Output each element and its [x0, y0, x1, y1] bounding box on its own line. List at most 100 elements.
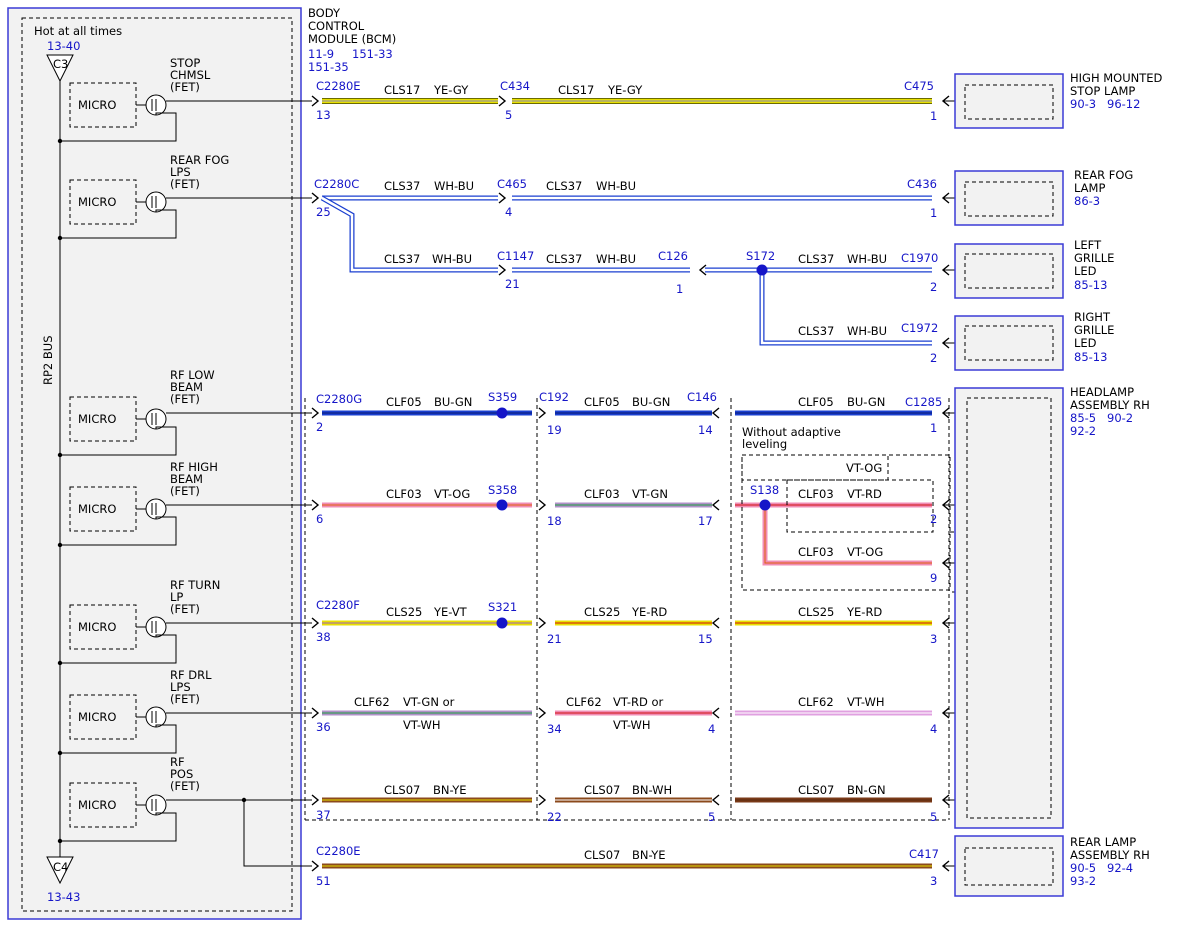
circuit-label: CLF05 — [584, 395, 620, 409]
bcm-ref-3[interactable]: 151-35 — [308, 60, 349, 74]
pin-number: 1 — [676, 282, 683, 296]
circuit-label: CLF03 — [798, 487, 834, 501]
comp-ref[interactable]: 85-13 — [1074, 350, 1107, 364]
hot-ref[interactable]: 13-40 — [47, 39, 80, 53]
component-rear-fog-lamp[interactable] — [954, 170, 1064, 226]
arrow-icon — [498, 192, 507, 204]
arrow-icon — [498, 264, 507, 276]
comp-label: HEADLAMP — [1070, 385, 1134, 399]
connector-label[interactable]: C1285 — [905, 395, 942, 409]
pin-number: 38 — [316, 630, 331, 644]
comp-ref[interactable]: 92-4 — [1107, 861, 1133, 875]
pin-number: 15 — [698, 632, 713, 646]
splice-s321[interactable] — [496, 617, 508, 629]
splice-label[interactable]: S172 — [746, 249, 775, 263]
output-label: (FET) — [170, 484, 200, 498]
comp-ref[interactable]: 85-13 — [1074, 278, 1107, 292]
splice-s358[interactable] — [496, 499, 508, 511]
bcm-ref-2[interactable]: 151-33 — [352, 47, 393, 61]
connector-label[interactable]: C2280C — [314, 177, 359, 191]
connector-label[interactable]: C436 — [907, 177, 937, 191]
splice-label[interactable]: S321 — [488, 600, 517, 614]
connector-label[interactable]: C1147 — [497, 249, 534, 263]
micro-label: MICRO — [78, 710, 116, 724]
component-headlamp-assembly-rh[interactable] — [954, 387, 1064, 829]
output-label: RF DRL — [170, 668, 212, 682]
output-label: (FET) — [170, 392, 200, 406]
arrow-icon — [311, 707, 320, 719]
pin-number: 6 — [316, 512, 323, 526]
wire-color-label: BN-YE — [433, 783, 467, 797]
wire-color-label: BN-YE — [632, 848, 666, 862]
comp-ref[interactable]: 86-3 — [1074, 194, 1100, 208]
hot-label: Hot at all times — [34, 24, 122, 38]
circuit-labels: CLS17 YE-GY CLS17 YE-GY CLS37 WH-BU CLS3… — [354, 83, 887, 862]
connector-label[interactable]: C2280E — [316, 844, 361, 858]
component-left-grille-led[interactable] — [954, 243, 1064, 299]
connector-label[interactable]: C465 — [497, 177, 527, 191]
wire-color-label: VT-RD — [847, 487, 882, 501]
connector-label[interactable]: C1972 — [901, 321, 938, 335]
connector-label[interactable]: C2280F — [316, 598, 360, 612]
comp-label: LED — [1074, 336, 1097, 350]
connector-label[interactable]: C192 — [539, 390, 569, 404]
connector-label[interactable]: C1970 — [901, 251, 938, 265]
micro-label: MICRO — [78, 195, 116, 209]
pin-number: 21 — [547, 632, 562, 646]
wire-color-label: VT-RD or — [613, 695, 664, 709]
pin-number: 1 — [930, 206, 937, 220]
output-label: (FET) — [170, 177, 200, 191]
wire-color-label: WH-BU — [847, 324, 887, 338]
wire-clf03-d — [762, 505, 932, 566]
bcm-ref-1[interactable]: 11-9 — [308, 47, 334, 61]
comp-ref[interactable]: 92-2 — [1070, 424, 1096, 438]
wire-color-label: YE-GY — [607, 83, 643, 97]
splice-s172[interactable] — [756, 264, 768, 276]
output-label: LPS — [170, 680, 191, 694]
connector-label[interactable]: C146 — [687, 390, 717, 404]
comp-ref[interactable]: 85-5 — [1070, 411, 1096, 425]
pos-branch — [241, 797, 312, 867]
bottom-ref[interactable]: 13-43 — [47, 890, 80, 904]
connector-label[interactable]: C2280E — [316, 79, 361, 93]
micro-label: MICRO — [78, 798, 116, 812]
circuit-label: CLS17 — [558, 83, 594, 97]
comp-ref[interactable]: 96-12 — [1107, 97, 1140, 111]
splice-label[interactable]: S138 — [750, 483, 779, 497]
splice-s359[interactable] — [496, 407, 508, 419]
connector-label[interactable]: C2280G — [316, 392, 362, 406]
wire-color-label: BN-WH — [632, 783, 672, 797]
wire-color-label: BU-GN — [632, 395, 670, 409]
comp-ref[interactable]: 90-2 — [1107, 411, 1133, 425]
component-right-grille-led[interactable] — [954, 315, 1064, 371]
connector-label[interactable]: C475 — [904, 79, 934, 93]
wire-color-label: VT-GN — [632, 487, 668, 501]
pin-number: 5 — [708, 810, 715, 824]
wire-color-label: VT-OG — [434, 487, 470, 501]
component-rear-lamp-assembly-rh[interactable] — [954, 835, 1064, 897]
connector-label[interactable]: C126 — [658, 249, 688, 263]
splice-s138[interactable] — [759, 499, 771, 511]
comp-ref[interactable]: 90-3 — [1070, 97, 1096, 111]
pin-number: 18 — [547, 514, 562, 528]
splice-label[interactable]: S359 — [488, 390, 517, 404]
wire-color-label: WH-BU — [432, 252, 472, 266]
connector-label[interactable]: C417 — [909, 847, 939, 861]
circuit-label: CLF03 — [584, 487, 620, 501]
circuit-label: CLS07 — [384, 783, 420, 797]
splice-label[interactable]: S358 — [488, 483, 517, 497]
output-label: (FET) — [170, 692, 200, 706]
circuit-label: CLF03 — [798, 545, 834, 559]
arrow-icon — [698, 264, 707, 276]
component-high-mounted-stop-lamp[interactable] — [954, 73, 1064, 129]
pin-number: 37 — [316, 808, 331, 822]
comp-ref[interactable]: 90-5 — [1070, 861, 1096, 875]
comp-label: LED — [1074, 264, 1097, 278]
comp-ref[interactable]: 93-2 — [1070, 874, 1096, 888]
micro-label: MICRO — [78, 620, 116, 634]
connector-label[interactable]: C434 — [500, 79, 530, 93]
arrow-icon — [311, 617, 320, 629]
